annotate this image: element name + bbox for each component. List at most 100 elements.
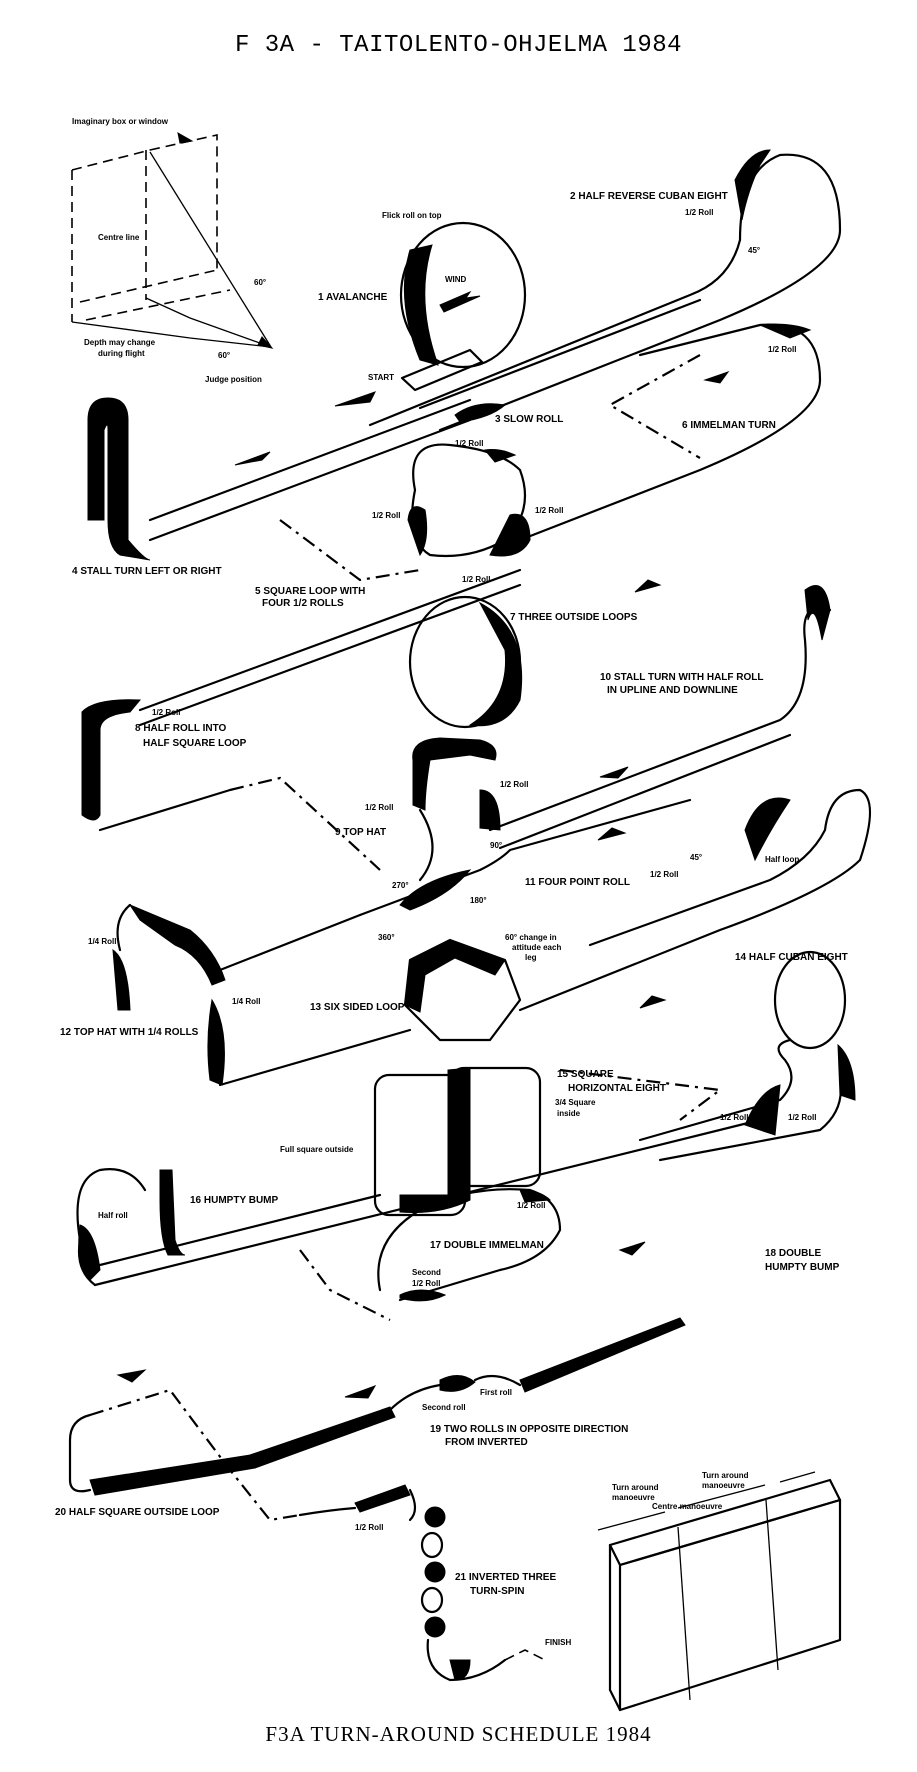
- half-roll-note-17: 1/2 Roll: [517, 1201, 545, 1210]
- half-roll-note-5a: 1/2 Roll: [455, 439, 483, 448]
- six-sided-note-2: attitude each: [512, 943, 561, 952]
- quarter-roll-note-12a: 1/4 Roll: [88, 937, 116, 946]
- sightline-centre: [145, 297, 272, 348]
- quarter-roll-note-12b: 1/4 Roll: [232, 997, 260, 1006]
- direction-arrow-icon: [703, 371, 730, 384]
- depth-line-1: [79, 269, 218, 303]
- direction-arrow-icon: [234, 451, 271, 466]
- half-loop-note: Half loop: [765, 855, 799, 864]
- second-roll-note: Second roll: [422, 1403, 466, 1412]
- manoeuvre-7-three-outside-loops: 7 THREE OUTSIDE LOOPS: [138, 568, 662, 729]
- second-note-17: Second: [412, 1268, 441, 1277]
- manoeuvre-label-18-line-1: 18 DOUBLE: [765, 1248, 821, 1259]
- flick-roll-note: Flick roll on top: [382, 211, 442, 220]
- six-sided-note-1: 60° change in: [505, 933, 557, 942]
- direction-arrow-icon: [618, 1241, 646, 1256]
- direction-arrow-icon: [639, 995, 667, 1009]
- manoeuvre-label-20: 20 HALF SQUARE OUTSIDE LOOP: [55, 1507, 220, 1518]
- manoeuvre-label-3: 3 SLOW ROLL: [495, 414, 563, 425]
- angle-note-2: 45°: [748, 246, 760, 255]
- half-roll-note-5b: 1/2 Roll: [372, 511, 400, 520]
- half-roll-note-9a: 1/2 Roll: [365, 803, 393, 812]
- angle-upper-label: 60°: [254, 278, 266, 287]
- manoeuvre-11-four-point-roll: 90° 180° 270° 360° 11 FOUR POINT ROLL: [358, 798, 692, 942]
- box-pointer-arrow-icon: [177, 132, 194, 144]
- first-roll-note: First roll: [480, 1388, 512, 1397]
- manoeuvre-5-square-loop: 1/2 Roll 1/2 Roll 1/2 Roll 1/2 Roll 5 SQ…: [255, 439, 563, 609]
- judge-position-label: Judge position: [205, 375, 262, 384]
- manoeuvre-10-stall-turn-half-roll: 10 STALL TURN WITH HALF ROLL IN UPLINE A…: [600, 672, 764, 696]
- direction-arrow-icon: [597, 827, 627, 841]
- sightline-bottom: [71, 321, 272, 348]
- manoeuvre-label-18-line-2: HUMPTY BUMP: [765, 1262, 840, 1273]
- turn-around-left-label-1: Turn around: [612, 1483, 659, 1492]
- manoeuvre-label-21-line-1: 21 INVERTED THREE: [455, 1572, 556, 1583]
- manoeuvre-17-double-immelman: 1/2 Roll Second 1/2 Roll 17 DOUBLE IMMEL…: [299, 1188, 646, 1321]
- finish-label: FINISH: [545, 1638, 571, 1647]
- manoeuvre-14-half-cuban-eight: 45° 1/2 Roll Half loop 14 HALF CUBAN EIG…: [518, 788, 871, 1012]
- footer-title: F3A TURN-AROUND SCHEDULE 1984: [265, 1722, 652, 1746]
- manoeuvre-label-8-line-2: HALF SQUARE LOOP: [143, 738, 247, 749]
- manoeuvre-6-immelman-turn: 1/2 Roll 6 IMMELMAN TURN: [518, 323, 822, 542]
- start-arrow-icon: [334, 391, 376, 407]
- turn-around-box-legend: Turn around manoeuvre Turn around manoeu…: [597, 1471, 842, 1712]
- wind-label: WIND: [445, 275, 467, 284]
- depth-line-2: [85, 289, 231, 321]
- centre-manoeuvre-label: Centre manoeuvre: [652, 1502, 723, 1511]
- turn-around-left-label-2: manoeuvre: [612, 1493, 655, 1502]
- manoeuvre-label-14: 14 HALF CUBAN EIGHT: [735, 952, 848, 963]
- half-roll-note-9b: 1/2 Roll: [500, 780, 528, 789]
- half-roll-note-6: 1/2 Roll: [768, 345, 796, 354]
- manoeuvre-label-12: 12 TOP HAT WITH 1/4 ROLLS: [60, 1027, 199, 1038]
- manoeuvre-label-5-line-1: 5 SQUARE LOOP WITH: [255, 586, 365, 597]
- direction-arrow-icon: [344, 1385, 377, 1399]
- full-square-outside-note: Full square outside: [280, 1145, 354, 1154]
- half-roll-note-16: Half roll: [98, 1211, 128, 1220]
- inside-note: inside: [557, 1109, 581, 1118]
- angle-note-45: 45°: [690, 853, 702, 862]
- depth-note-line-2: during flight: [98, 349, 145, 358]
- page-title: F 3A - TAITOLENTO-OHJELMA 1984: [234, 32, 683, 59]
- manoeuvre-label-9: 9 TOP HAT: [335, 827, 386, 838]
- manoeuvre-9-top-hat: 1/2 Roll 1/2 Roll 9 TOP HAT: [335, 585, 832, 882]
- manoeuvre-label-16: 16 HUMPTY BUMP: [190, 1195, 278, 1206]
- manoeuvre-label-6: 6 IMMELMAN TURN: [682, 420, 776, 431]
- manoeuvre-15-square-horizontal-eight: 15 SQUARE HORIZONTAL EIGHT 3/4 Square in…: [280, 1066, 723, 1217]
- manoeuvre-label-19-line-1: 19 TWO ROLLS IN OPPOSITE DIRECTION: [430, 1424, 628, 1435]
- manoeuvre-19-two-rolls: First roll Second roll 19 TWO ROLLS IN O…: [249, 1317, 686, 1469]
- direction-arrow-icon: [599, 766, 629, 779]
- manoeuvre-label-11: 11 FOUR POINT ROLL: [525, 877, 630, 888]
- half-roll-note-14: 1/2 Roll: [650, 870, 678, 879]
- second-half-roll-note-17: 1/2 Roll: [412, 1279, 440, 1288]
- angle-note-90: 90°: [490, 841, 502, 850]
- judge-arrow-icon: [257, 336, 274, 349]
- depth-note-line-1: Depth may change: [84, 338, 156, 347]
- manoeuvre-20-half-square-outside-loop: 20 HALF SQUARE OUTSIDE LOOP: [55, 1369, 301, 1522]
- direction-arrow-icon: [634, 579, 662, 593]
- manoeuvre-label-7: 7 THREE OUTSIDE LOOPS: [510, 612, 638, 623]
- manoeuvre-label-15-line-2: HORIZONTAL EIGHT: [568, 1083, 666, 1094]
- manoeuvre-label-15-line-1: 15 SQUARE: [557, 1069, 614, 1080]
- manoeuvre-label-2: 2 HALF REVERSE CUBAN EIGHT: [570, 191, 728, 202]
- spin-turns: [420, 1506, 507, 1682]
- manoeuvre-18-double-humpty-bump: 1/2 Roll 1/2 Roll 18 DOUBLE HUMPTY BUMP: [638, 950, 856, 1273]
- manoeuvre-21-inverted-spin: 1/2 Roll 21 INVERTED THREE TURN-SPIN FIN…: [298, 1484, 571, 1682]
- manoeuvre-4-stall-turn: 4 STALL TURN LEFT OR RIGHT: [72, 397, 472, 577]
- manoeuvre-8-half-roll-square: 1/2 Roll 8 HALF ROLL INTO HALF SQUARE LO…: [81, 699, 381, 871]
- box-top-edge-left: [71, 149, 151, 171]
- angle-note-270: 270°: [392, 881, 409, 890]
- manoeuvre-label-4: 4 STALL TURN LEFT OR RIGHT: [72, 566, 222, 577]
- manoeuvre-label-10-line-1: 10 STALL TURN WITH HALF ROLL: [600, 672, 764, 683]
- wind-arrow-icon: [439, 290, 481, 313]
- manoeuvre-label-19-line-2: FROM INVERTED: [445, 1437, 528, 1448]
- manoeuvre-3-slow-roll: 3 SLOW ROLL: [454, 403, 563, 425]
- manoeuvre-2-half-reverse-cuban-eight: 2 HALF REVERSE CUBAN EIGHT 1/2 Roll 45°: [368, 149, 842, 432]
- judge-box-diagram: Imaginary box or window Centre line 60° …: [71, 117, 274, 384]
- manoeuvre-label-13: 13 SIX SIDED LOOP: [310, 1002, 405, 1013]
- half-roll-note-5c: 1/2 Roll: [535, 506, 563, 515]
- centre-line-label: Centre line: [98, 233, 140, 242]
- turn-around-right-label-2: manoeuvre: [702, 1481, 745, 1490]
- direction-arrow-icon: [116, 1369, 147, 1383]
- manoeuvre-label-1: 1 AVALANCHE: [318, 292, 388, 303]
